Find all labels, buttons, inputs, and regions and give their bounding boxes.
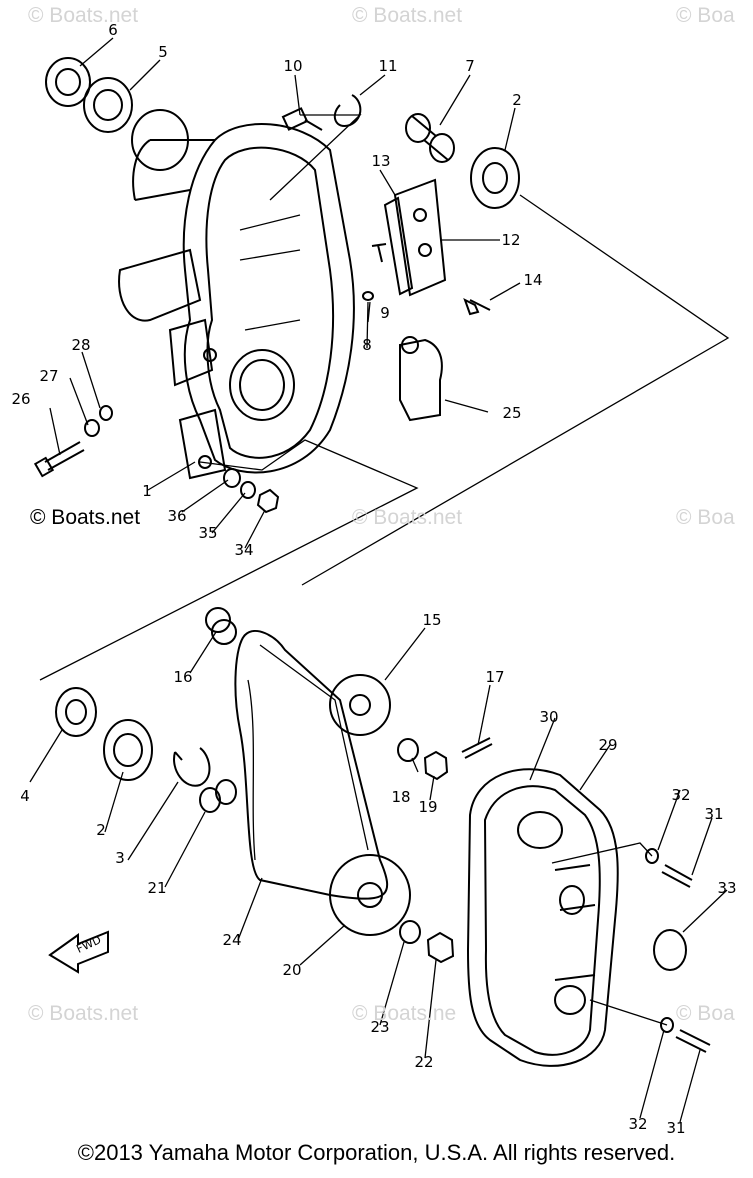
watermark: © Boats.net — [352, 4, 463, 27]
callout-2-lower: 2 — [96, 821, 106, 839]
callout-4: 4 — [20, 787, 30, 805]
nut-22 — [426, 931, 455, 964]
callout-19: 19 — [418, 798, 438, 816]
callout-26: 26 — [11, 390, 31, 408]
callout-28: 28 — [71, 336, 91, 354]
washer-8 — [362, 291, 374, 301]
chaincase-housing — [118, 109, 355, 480]
key-17 — [461, 737, 493, 759]
callout-21: 21 — [147, 879, 167, 897]
watermark: © Boa — [676, 4, 735, 27]
watermark: © Boa — [676, 506, 735, 529]
callout-27: 27 — [39, 367, 59, 385]
spacer-7 — [405, 113, 455, 163]
copyright-notice: ©2013 Yamaha Motor Corporation, U.S.A. A… — [77, 1140, 676, 1165]
callout-5: 5 — [158, 43, 168, 61]
bolt-14 — [463, 297, 491, 316]
callout-23: 23 — [370, 1018, 390, 1036]
bolt-26 — [33, 441, 85, 478]
plug-33 — [653, 929, 687, 971]
assembly-line-left — [39, 439, 419, 681]
callout-20: 20 — [282, 961, 302, 979]
snap-ring-3 — [173, 747, 211, 787]
nut-27 — [84, 419, 100, 437]
callout-31-upper: 31 — [704, 805, 724, 823]
callout-16: 16 — [173, 668, 193, 686]
washer-28 — [99, 405, 113, 421]
bearing-6 — [45, 57, 91, 107]
hose-11 — [333, 94, 362, 127]
callout-29: 29 — [598, 736, 618, 754]
callout-32-lower: 32 — [628, 1115, 648, 1133]
fwd-arrow-icon — [48, 930, 109, 974]
washer-18 — [397, 738, 419, 762]
bolt-31-upper — [661, 864, 693, 888]
callout-1: 1 — [142, 482, 152, 500]
callout-7: 7 — [465, 57, 475, 75]
callout-11: 11 — [378, 57, 398, 75]
callout-6: 6 — [108, 21, 118, 39]
callout-32-upper: 32 — [671, 786, 691, 804]
callout-17: 17 — [485, 668, 505, 686]
watermark: © Boats.net — [28, 4, 139, 27]
callout-30: 30 — [539, 708, 559, 726]
bearing-4 — [55, 687, 97, 737]
callout-8: 8 — [362, 336, 372, 354]
leader-lines — [29, 37, 728, 1123]
bearing-2-upper — [470, 147, 520, 209]
callout-2-upper: 2 — [512, 91, 522, 109]
callout-33: 33 — [717, 879, 737, 897]
bearing-2-lower — [103, 719, 153, 781]
callout-24: 24 — [222, 931, 242, 949]
callout-9: 9 — [380, 304, 390, 322]
nut-34 — [256, 488, 280, 514]
callout-3: 3 — [115, 849, 125, 867]
callout-35: 35 — [198, 524, 218, 542]
watermark: © Boats.net — [30, 506, 141, 529]
bolt-31-lower — [675, 1029, 711, 1053]
washer-32-upper — [645, 848, 659, 864]
callout-22: 22 — [414, 1053, 434, 1071]
washer-35 — [240, 481, 256, 499]
callout-10: 10 — [283, 57, 303, 75]
nut-19 — [423, 750, 449, 781]
callout-13: 13 — [371, 152, 391, 170]
watermark: © Boats.ne — [352, 1002, 457, 1025]
bearing-5 — [83, 77, 133, 133]
callout-15: 15 — [422, 611, 442, 629]
callout-25: 25 — [502, 404, 522, 422]
watermark: © Boats.net — [352, 506, 463, 529]
plate-12 — [393, 178, 447, 297]
sprocket-15 — [329, 674, 391, 736]
tensioner-25 — [399, 336, 443, 422]
washer-23 — [399, 920, 421, 944]
chain-24 — [234, 630, 389, 900]
chaincase-cover — [466, 768, 619, 1067]
gasket-13 — [383, 196, 414, 296]
callout-34: 34 — [234, 541, 254, 559]
callout-14: 14 — [523, 271, 543, 289]
callout-12: 12 — [501, 231, 521, 249]
sprocket-20 — [329, 854, 411, 936]
watermark: © Boa — [676, 1002, 735, 1025]
spacer-16 — [205, 607, 237, 645]
assembly-line-right — [301, 194, 730, 586]
callout-31-lower: 31 — [666, 1119, 686, 1137]
washer-36 — [223, 468, 241, 488]
washer-32-lower — [660, 1017, 674, 1033]
watermark: © Boats.net — [28, 1002, 139, 1025]
bolt-9 — [371, 243, 387, 263]
assembly-line-top — [269, 114, 362, 201]
callout-18: 18 — [391, 788, 411, 806]
spacer-21 — [199, 779, 237, 813]
callout-36: 36 — [167, 507, 187, 525]
